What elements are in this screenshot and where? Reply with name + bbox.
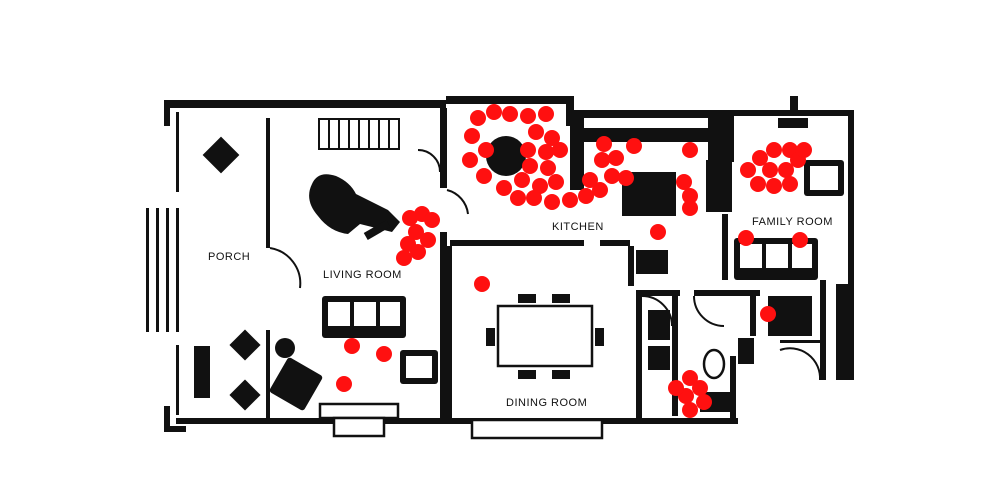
red-marker — [692, 380, 708, 396]
red-marker — [766, 178, 782, 194]
red-marker — [552, 142, 568, 158]
red-marker — [474, 276, 490, 292]
stairs — [318, 118, 400, 150]
room-labels: PORCH LIVING ROOM KITCHEN FAMILY ROOM DI… — [208, 216, 833, 409]
side-table-icon — [275, 338, 295, 358]
red-marker — [522, 158, 538, 174]
red-marker — [682, 370, 698, 386]
red-marker — [578, 188, 594, 204]
tv-icon — [778, 118, 808, 128]
toilet-icon — [702, 348, 726, 380]
red-marker — [740, 162, 756, 178]
red-marker — [424, 212, 440, 228]
red-marker — [760, 306, 776, 322]
red-marker — [682, 402, 698, 418]
red-marker — [514, 172, 530, 188]
markers — [336, 104, 812, 418]
red-marker — [420, 232, 436, 248]
red-marker — [528, 124, 544, 140]
furniture — [194, 118, 844, 440]
red-marker — [796, 142, 812, 158]
red-marker — [520, 108, 536, 124]
red-marker — [548, 174, 564, 190]
room-label-living-room: LIVING ROOM — [323, 269, 402, 281]
red-marker — [752, 150, 768, 166]
red-marker — [410, 244, 426, 260]
red-marker — [682, 188, 698, 204]
red-marker — [376, 346, 392, 362]
red-marker — [496, 180, 512, 196]
red-marker — [470, 110, 486, 126]
armchair-icon — [269, 357, 323, 411]
red-marker — [486, 104, 502, 120]
kitchen-table-icon — [486, 136, 526, 176]
red-marker — [626, 138, 642, 154]
porch-chair-icon — [202, 136, 240, 174]
red-marker — [502, 106, 518, 122]
red-marker — [750, 176, 766, 192]
red-marker — [476, 168, 492, 184]
red-marker — [738, 230, 754, 246]
red-marker — [592, 182, 608, 198]
window-icon — [470, 418, 604, 440]
walls — [146, 96, 854, 432]
red-marker — [696, 394, 712, 410]
red-marker — [608, 150, 624, 166]
red-marker — [538, 144, 554, 160]
red-marker — [462, 152, 478, 168]
red-marker — [596, 136, 612, 152]
red-marker — [562, 192, 578, 208]
red-marker — [544, 130, 560, 146]
piano-bench-icon — [363, 220, 391, 240]
room-label-family-room: FAMILY ROOM — [752, 216, 833, 228]
red-marker — [594, 152, 610, 168]
room-label-dining-room: DINING ROOM — [506, 397, 587, 409]
red-marker — [344, 338, 360, 354]
red-marker — [682, 200, 698, 216]
red-marker — [408, 224, 424, 240]
porch-bench-icon — [194, 346, 210, 398]
dining-table-icon — [496, 304, 594, 368]
red-marker — [778, 162, 794, 178]
piano-icon — [309, 174, 400, 234]
red-marker — [668, 380, 684, 396]
red-marker — [650, 224, 666, 240]
red-marker — [526, 190, 542, 206]
red-marker — [336, 376, 352, 392]
red-marker — [538, 106, 554, 122]
red-marker — [766, 142, 782, 158]
red-marker — [520, 142, 536, 158]
red-marker — [544, 194, 560, 210]
red-marker — [532, 178, 548, 194]
red-marker — [762, 162, 778, 178]
room-label-kitchen: KITCHEN — [552, 221, 604, 233]
red-marker — [510, 190, 526, 206]
red-marker — [782, 176, 798, 192]
red-marker — [792, 232, 808, 248]
red-marker — [464, 128, 480, 144]
room-label-porch: PORCH — [208, 251, 250, 263]
red-marker — [676, 174, 692, 190]
red-marker — [396, 250, 412, 266]
porch-chair-icon — [229, 329, 261, 361]
porch-chair-icon — [229, 379, 261, 411]
porch-steps — [146, 208, 179, 332]
window-icon — [318, 402, 400, 420]
red-marker — [582, 172, 598, 188]
red-marker — [478, 142, 494, 158]
red-marker — [618, 170, 634, 186]
red-marker — [682, 142, 698, 158]
red-marker — [604, 168, 620, 184]
red-marker — [540, 160, 556, 176]
